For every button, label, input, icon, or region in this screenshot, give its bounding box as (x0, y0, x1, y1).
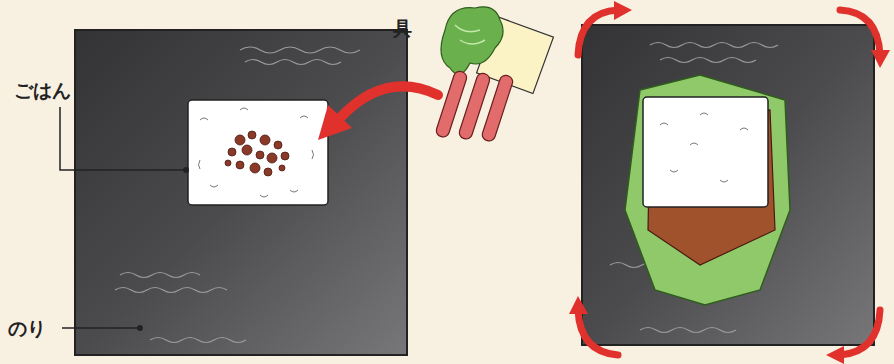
fold-arrow-heads (569, 1, 890, 364)
filling-meat (225, 131, 289, 176)
fold-arrows (578, 10, 880, 355)
rice (643, 97, 768, 207)
nori-sheet (582, 25, 874, 345)
rice-grains (660, 113, 748, 182)
red-arrow (340, 86, 438, 118)
label-text: 具 (393, 16, 412, 42)
leader-line (60, 107, 186, 170)
label-text: ごはん (14, 78, 71, 104)
rice (188, 100, 328, 205)
leader-dot (183, 167, 189, 173)
arrow-head (318, 105, 352, 140)
lettuce (625, 75, 790, 305)
ingredients (435, 7, 554, 143)
leader-line (62, 327, 140, 329)
label-text: のり (8, 316, 46, 342)
nori-sheet (75, 30, 407, 355)
nori-texture (115, 47, 360, 343)
leader-dot (137, 325, 143, 331)
rice-grains (199, 108, 314, 197)
